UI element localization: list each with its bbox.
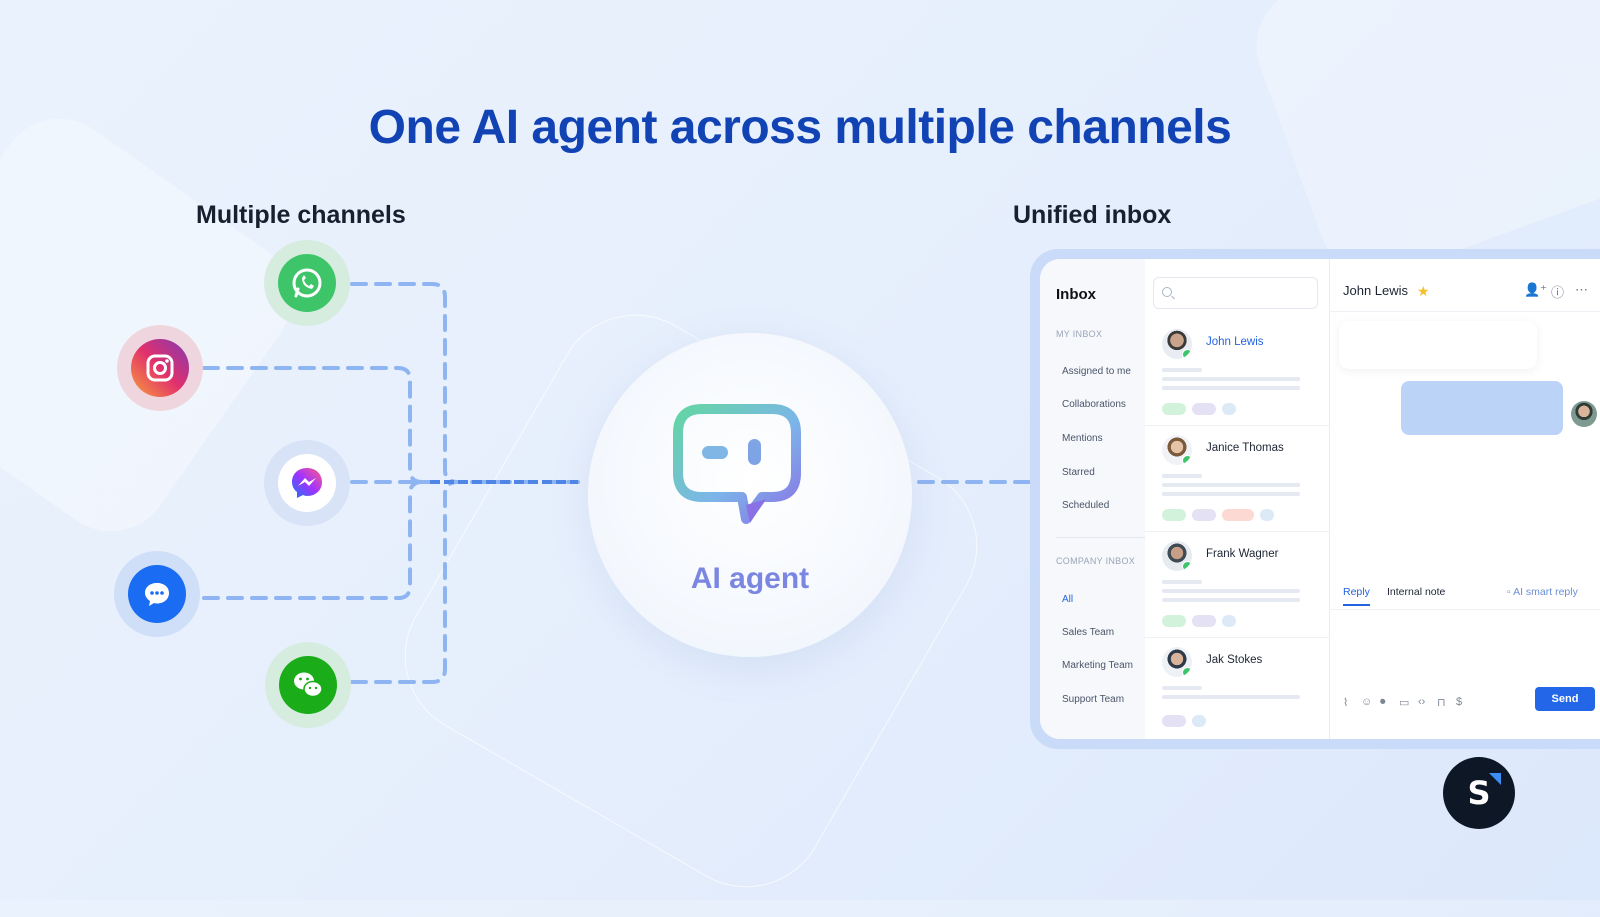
sidebar-item-all[interactable]: All <box>1062 594 1074 605</box>
conversation-name: Jak Stokes <box>1206 654 1263 666</box>
tab-internal-note[interactable]: Internal note <box>1387 586 1446 598</box>
company-inbox-heading: COMPANY INBOX <box>1056 556 1136 566</box>
attach-icon[interactable]: ⌇ <box>1343 697 1349 709</box>
brand-logo: S <box>1443 757 1515 829</box>
messenger-icon <box>278 454 336 512</box>
wechat-connector <box>350 480 460 684</box>
whatsapp-badge-icon <box>1182 349 1192 359</box>
avatar <box>1162 435 1192 465</box>
tab-reply[interactable]: Reply <box>1343 586 1370 606</box>
ai-reply-icon: ▫ <box>1507 586 1514 598</box>
sidebar-item-support[interactable]: Support Team <box>1062 694 1125 705</box>
conversation-item[interactable]: John Lewis <box>1145 319 1329 426</box>
wechat-channel[interactable] <box>265 642 351 728</box>
logo-accent-icon <box>1489 773 1501 785</box>
whatsapp-channel[interactable] <box>264 240 350 326</box>
ai-agent-hub <box>588 333 912 657</box>
wechat-icon <box>279 656 337 714</box>
comment-icon[interactable]: ▭ <box>1399 697 1410 709</box>
ai-agent-chat-icon <box>673 404 801 524</box>
outgoing-message <box>1401 381 1563 435</box>
inbox-frame: Inbox MY INBOX Assigned to me Collaborat… <box>1030 249 1600 749</box>
sidebar-item-scheduled[interactable]: Scheduled <box>1062 500 1110 511</box>
my-inbox-heading: MY INBOX <box>1056 329 1103 339</box>
avatar <box>1162 541 1192 571</box>
microphone-icon[interactable]: ⏺ <box>1380 696 1386 708</box>
emoji-icon[interactable]: ☺ <box>1361 696 1373 708</box>
chat-panel: John Lewis ★ 👤⁺ ⓘ ⋯ Reply Internal note … <box>1329 259 1600 739</box>
sidebar-item-collaborations[interactable]: Collaborations <box>1062 399 1126 410</box>
chat-bubble-icon <box>128 565 186 623</box>
ai-agent-label: AI agent <box>690 562 810 595</box>
chat-header: John Lewis ★ 👤⁺ ⓘ ⋯ <box>1329 259 1600 312</box>
conversation-list: John Lewis Janice Thomas <box>1145 259 1330 739</box>
channels-heading: Multiple channels <box>196 201 406 229</box>
sidebar-item-starred[interactable]: Starred <box>1062 467 1095 478</box>
whatsapp-icon <box>278 254 336 312</box>
code-icon[interactable]: ‹› <box>1418 696 1426 708</box>
composer-tabs: Reply Internal note ▫ AI smart reply <box>1329 577 1600 610</box>
inbox-sidebar: Inbox MY INBOX Assigned to me Collaborat… <box>1040 259 1145 739</box>
inbox-heading: Unified inbox <box>1013 201 1172 229</box>
tab-ai-smart-reply[interactable]: ▫ AI smart reply <box>1507 586 1578 598</box>
sidebar-item-marketing[interactable]: Marketing Team <box>1062 660 1133 671</box>
messenger-channel[interactable] <box>264 440 350 526</box>
conversation-item[interactable]: Frank Wagner <box>1145 531 1329 638</box>
logo-letter: S <box>1467 774 1491 812</box>
search-icon <box>1162 287 1172 297</box>
shopping-bag-icon[interactable]: ⊓ <box>1437 697 1446 709</box>
chat-channel[interactable] <box>114 551 200 637</box>
whatsapp-connector <box>350 282 460 484</box>
sidebar-item-mentions[interactable]: Mentions <box>1062 433 1103 444</box>
avatar <box>1162 329 1192 359</box>
whatsapp-badge-icon <box>1182 455 1192 465</box>
star-icon[interactable]: ★ <box>1417 283 1430 299</box>
conversation-name: Frank Wagner <box>1206 548 1279 560</box>
instagram-channel[interactable] <box>117 325 203 411</box>
dollar-icon[interactable]: $ <box>1456 696 1463 708</box>
whatsapp-badge-icon <box>1182 561 1192 571</box>
conversation-item[interactable]: Janice Thomas <box>1145 425 1329 532</box>
incoming-message <box>1339 321 1537 369</box>
conversation-item[interactable]: Jak Stokes <box>1145 637 1329 739</box>
add-user-icon[interactable]: 👤⁺ <box>1524 282 1548 297</box>
info-icon[interactable]: ⓘ <box>1551 285 1565 300</box>
instagram-icon <box>131 339 189 397</box>
chat-contact-name: John Lewis <box>1343 283 1409 298</box>
conversation-name: Janice Thomas <box>1206 442 1284 454</box>
avatar <box>1571 401 1597 427</box>
more-icon[interactable]: ⋯ <box>1575 282 1588 297</box>
whatsapp-badge-icon <box>1182 667 1192 677</box>
search-input[interactable] <box>1153 277 1318 309</box>
avatar <box>1162 647 1192 677</box>
ai-smart-reply-label: AI smart reply <box>1513 586 1578 598</box>
inbox-title: Inbox <box>1056 286 1096 303</box>
page-title: One AI agent across multiple channels <box>368 101 1232 154</box>
sidebar-item-assigned[interactable]: Assigned to me <box>1062 366 1131 377</box>
conversation-name: John Lewis <box>1206 336 1264 348</box>
sidebar-item-sales[interactable]: Sales Team <box>1062 627 1115 638</box>
inbox-window: Inbox MY INBOX Assigned to me Collaborat… <box>1040 259 1600 739</box>
send-button[interactable]: Send <box>1535 687 1595 711</box>
sidebar-divider <box>1056 537 1145 538</box>
